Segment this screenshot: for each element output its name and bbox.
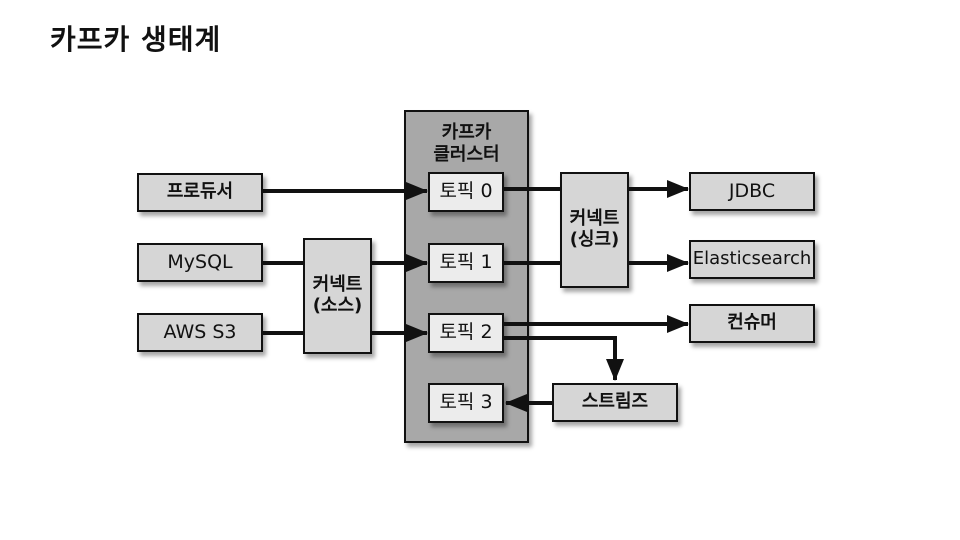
producer-box[interactable]: 프로듀서 xyxy=(137,173,263,212)
topic-3-label: 토픽 3 xyxy=(439,391,493,414)
connect-sink-label: 커넥트 (싱크) xyxy=(569,208,620,250)
aws-s3-box[interactable]: AWS S3 xyxy=(137,313,263,352)
kafka-cluster-label: 카프카 클러스터 xyxy=(433,122,500,165)
consumer-label: 컨슈머 xyxy=(727,312,777,334)
streams-label: 스트림즈 xyxy=(581,391,649,413)
topic-1-label: 토픽 1 xyxy=(439,251,493,274)
connect-source-label: 커넥트 (소스) xyxy=(312,274,363,316)
aws-s3-label: AWS S3 xyxy=(163,320,237,343)
streams-box[interactable]: 스트림즈 xyxy=(552,383,678,422)
topic-2-label: 토픽 2 xyxy=(439,321,493,344)
elasticsearch-box[interactable]: Elasticsearch xyxy=(689,240,815,279)
topic-0-label: 토픽 0 xyxy=(439,180,493,203)
mysql-box[interactable]: MySQL xyxy=(137,243,263,282)
producer-label: 프로듀서 xyxy=(166,181,234,203)
topic-0[interactable]: 토픽 0 xyxy=(428,172,504,212)
jdbc-label: JDBC xyxy=(728,179,776,202)
page-title: 카프카 생태계 xyxy=(50,23,222,56)
connect-sink-box[interactable]: 커넥트 (싱크) xyxy=(560,172,629,288)
connect-source-box[interactable]: 커넥트 (소스) xyxy=(303,238,372,354)
mysql-label: MySQL xyxy=(167,250,233,273)
topic-3[interactable]: 토픽 3 xyxy=(428,383,504,423)
topic-1[interactable]: 토픽 1 xyxy=(428,243,504,283)
jdbc-box[interactable]: JDBC xyxy=(689,172,815,211)
consumer-box[interactable]: 컨슈머 xyxy=(689,304,815,343)
elasticsearch-label: Elasticsearch xyxy=(692,248,812,270)
topic-2[interactable]: 토픽 2 xyxy=(428,313,504,353)
